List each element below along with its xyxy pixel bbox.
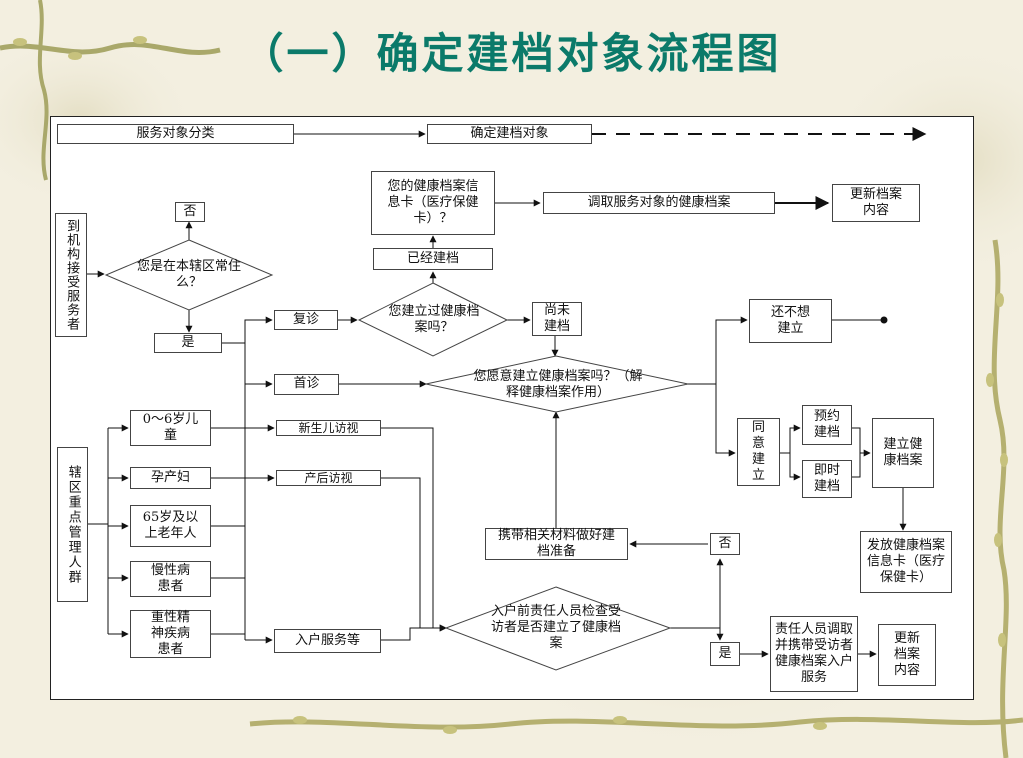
home-check-question-text: 入户前责任人员检查受访者是否建立了健康档案 — [490, 603, 621, 652]
decision-home-check — [444, 586, 672, 671]
connector — [852, 453, 861, 478]
connector — [780, 424, 801, 454]
home-service-box: 入户服务等 — [274, 629, 381, 653]
pregnant-box: 孕产妇 — [130, 467, 211, 489]
decision-willing — [425, 355, 689, 413]
decision-has-file — [357, 282, 509, 357]
immediate-box: 即时建档 — [802, 460, 852, 498]
connector — [381, 477, 421, 628]
decision-resident — [104, 239, 274, 311]
issue-card-box: 发放健康档案信息卡（医疗保健卡） — [860, 531, 952, 593]
leaf-decoration — [13, 36, 1008, 734]
newborn-visit-box: 新生儿访视 — [276, 420, 381, 436]
willing-question-text: 您愿意建立健康档案吗？（解释健康档案作用） — [473, 368, 643, 400]
card-question-box: 您的健康档案信息卡（医疗保健卡）？ — [371, 171, 495, 235]
slide-title: （一）确定建档对象流程图 — [241, 29, 782, 78]
yes-box-left: 是 — [154, 333, 222, 353]
has-file-question-text: 您建立过健康档案吗？ — [388, 303, 480, 335]
already-filed-box: 已经建档 — [373, 248, 493, 270]
connector — [688, 316, 748, 385]
create-file-box: 建立健康档案 — [872, 418, 934, 488]
connector — [381, 624, 447, 641]
connector — [789, 453, 801, 481]
retrieve-file-box: 调取服务对象的健康档案 — [543, 192, 775, 214]
children-box: 0～6岁儿童 — [130, 410, 211, 446]
update-file-bottom-box: 更新档案内容 — [878, 624, 936, 686]
vine-decoration — [991, 239, 1009, 758]
determine-target-box: 确定建档对象 — [427, 124, 592, 144]
key-groups-box: 辖区重点管理人群 — [57, 447, 88, 602]
revisit-box: 复诊 — [274, 310, 338, 330]
chronic-box: 慢性病患者 — [130, 561, 211, 597]
connector — [244, 343, 273, 388]
first-visit-box: 首诊 — [274, 374, 339, 395]
connector — [852, 427, 871, 457]
connector — [715, 384, 736, 457]
visit-institution-box: 到机构接受服务者 — [55, 213, 87, 337]
connector — [381, 427, 447, 632]
vine-decoration — [37, 0, 49, 181]
staff-retrieve-box: 责任人员调取并携带受访者健康档案入户服务 — [770, 616, 858, 692]
not-yet-box: 还不想建立 — [749, 299, 832, 343]
no-box-top: 否 — [175, 202, 205, 222]
service-classify-box: 服务对象分类 — [57, 124, 294, 144]
vine-decoration — [249, 716, 1023, 730]
end-point — [880, 316, 888, 324]
no-box-right: 否 — [710, 533, 740, 555]
update-file-top-box: 更新档案内容 — [832, 184, 920, 222]
mental-box: 重性精神疾病患者 — [130, 610, 211, 658]
appointment-box: 预约建档 — [802, 405, 852, 445]
vine-decoration — [0, 42, 221, 55]
elderly-box: 65岁及以上老年人 — [130, 505, 211, 547]
agree-box: 同意建立 — [737, 418, 780, 486]
yes-box-right: 是 — [710, 642, 740, 666]
postpartum-visit-box: 产后访视 — [276, 470, 381, 486]
not-filed-box: 尚未建档 — [532, 302, 582, 336]
bring-materials-box: 携带相关材料做好建档准备 — [485, 528, 628, 560]
connector — [222, 316, 273, 344]
resident-question-text: 您是在本辖区常住么？ — [136, 258, 241, 290]
